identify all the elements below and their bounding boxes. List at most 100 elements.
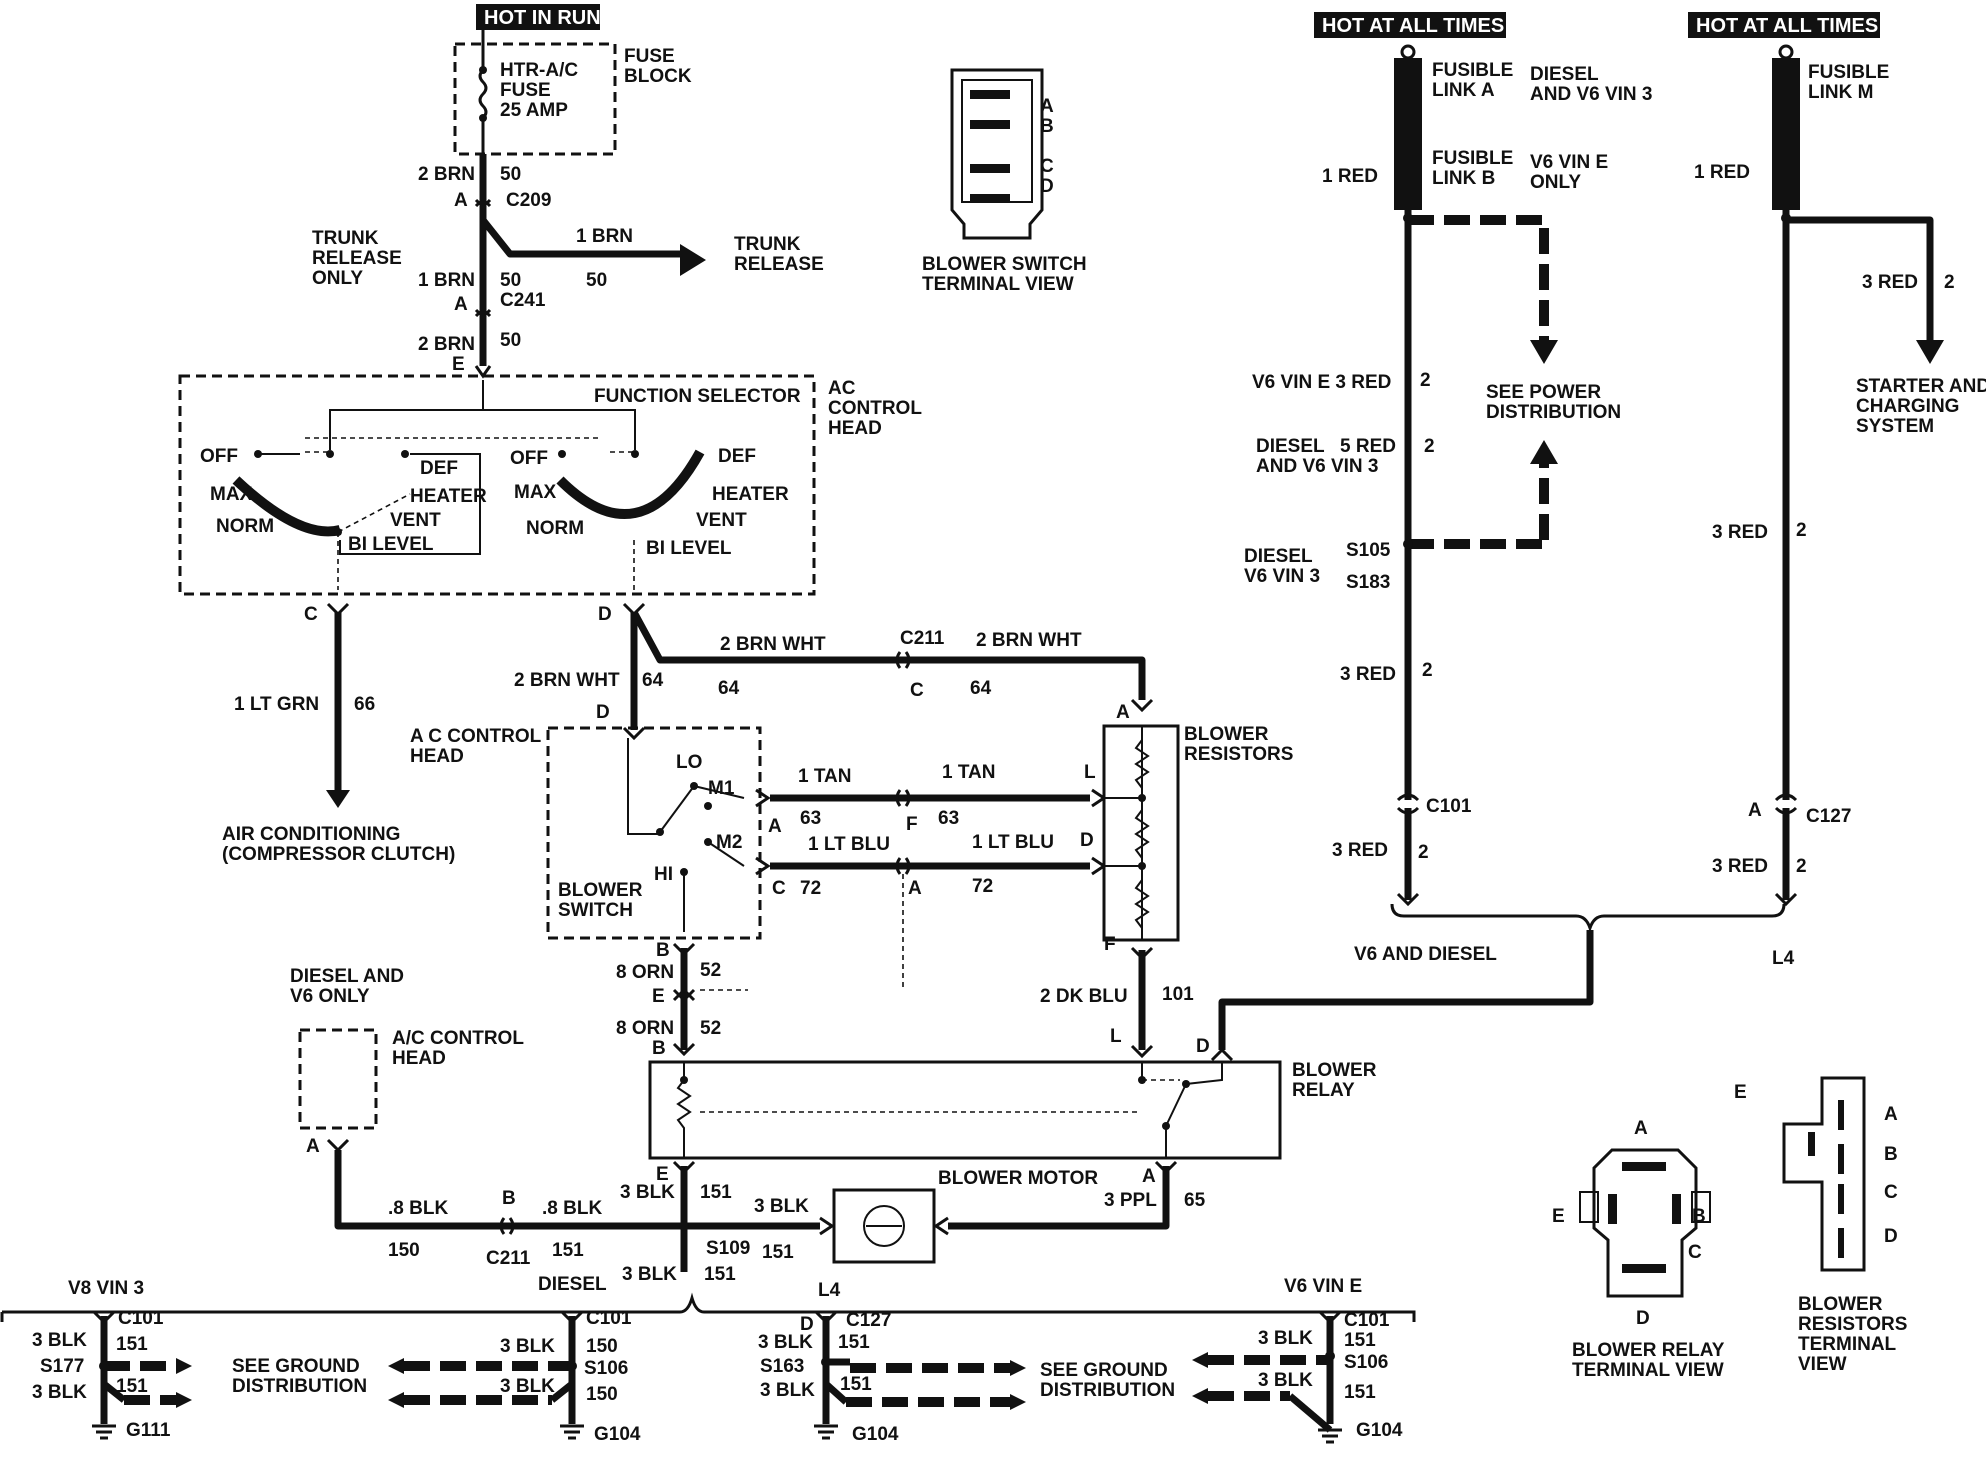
- svg-text:B: B: [1692, 1206, 1706, 1227]
- svg-text:B: B: [652, 1038, 666, 1059]
- svg-text:G104: G104: [594, 1424, 641, 1445]
- svg-text:LO: LO: [676, 752, 702, 773]
- svg-text:3 BLK: 3 BLK: [500, 1336, 555, 1357]
- svg-text:3 BLK: 3 BLK: [1258, 1328, 1313, 1349]
- svg-text:RELEASE: RELEASE: [734, 254, 824, 275]
- svg-text:C: C: [1688, 1242, 1702, 1263]
- svg-text:2: 2: [1418, 842, 1429, 863]
- svg-text:1 BRN: 1 BRN: [418, 270, 475, 291]
- svg-text:3 BLK: 3 BLK: [760, 1380, 815, 1401]
- svg-text:HOT AT ALL TIMES: HOT AT ALL TIMES: [1696, 15, 1878, 37]
- svg-text:3 RED: 3 RED: [1340, 664, 1396, 685]
- svg-text:DIESEL: DIESEL: [538, 1274, 607, 1295]
- svg-text:65: 65: [1184, 1190, 1206, 1211]
- trunk-release-label: TRUNK: [734, 234, 801, 255]
- svg-text:A: A: [1884, 1104, 1898, 1125]
- feed-brace: V6 AND DIESEL L4: [1218, 903, 1795, 1050]
- svg-text:CONTROL: CONTROL: [828, 398, 922, 419]
- svg-text:ONLY: ONLY: [1530, 172, 1581, 193]
- svg-text:C127: C127: [1806, 806, 1851, 827]
- svg-text:FUNCTION SELECTOR: FUNCTION SELECTOR: [594, 386, 801, 407]
- svg-text:A/C CONTROL: A/C CONTROL: [392, 1028, 524, 1049]
- svg-text:FUSIBLE: FUSIBLE: [1432, 148, 1513, 169]
- svg-text:1 RED: 1 RED: [1694, 162, 1750, 183]
- svg-text:NORM: NORM: [216, 516, 274, 537]
- svg-text:2 BRN WHT: 2 BRN WHT: [720, 634, 826, 655]
- blower-motor-label: BLOWER MOTOR: [938, 1168, 1098, 1189]
- svg-text:L4: L4: [818, 1280, 841, 1301]
- svg-text:V8 VIN 3: V8 VIN 3: [68, 1278, 144, 1299]
- svg-text:72: 72: [972, 876, 993, 897]
- hot-at-all-times-header-m: HOT AT ALL TIMES: [1688, 12, 1880, 38]
- hot-in-run-header: HOT IN RUN: [476, 4, 601, 30]
- svg-text:2 BRN: 2 BRN: [418, 334, 475, 355]
- svg-text:8 ORN: 8 ORN: [616, 962, 674, 983]
- svg-text:DIESEL AND: DIESEL AND: [290, 966, 404, 987]
- svg-text:1 BRN: 1 BRN: [576, 226, 633, 247]
- svg-text:OFF: OFF: [510, 448, 548, 469]
- svg-text:63: 63: [800, 808, 821, 829]
- svg-text:BLOWER: BLOWER: [558, 880, 643, 901]
- svg-text:1 LT GRN: 1 LT GRN: [234, 694, 319, 715]
- svg-text:V6 AND DIESEL: V6 AND DIESEL: [1354, 944, 1497, 965]
- blower-resistors-terminal-view: E A B C D BLOWER RESISTORS TERMINAL VIEW: [1734, 1076, 1907, 1375]
- svg-text:FUSIBLE: FUSIBLE: [1432, 60, 1513, 81]
- svg-text:A: A: [1634, 1118, 1648, 1139]
- svg-text:AND V6 VIN 3: AND V6 VIN 3: [1256, 456, 1378, 477]
- svg-text:B: B: [1040, 116, 1054, 137]
- fusible-link-a-b-circuit: FUSIBLE LINK A FUSIBLE LINK B DIESEL AND…: [1244, 44, 1652, 907]
- svg-text:HEAD: HEAD: [828, 418, 882, 439]
- svg-text:DEF: DEF: [718, 446, 756, 467]
- hot-at-all-times-header-a: HOT AT ALL TIMES: [1314, 12, 1506, 38]
- svg-text:V6 VIN 3: V6 VIN 3: [1244, 566, 1320, 587]
- ground-brace: V8 VIN 3 DIESEL L4 V6 VIN E: [0, 1274, 1416, 1322]
- blower-relay-label: BLOWER: [1292, 1060, 1377, 1081]
- svg-text:RELEASE: RELEASE: [312, 248, 402, 269]
- svg-text:3 PPL: 3 PPL: [1104, 1190, 1157, 1211]
- svg-text:TERMINAL VIEW: TERMINAL VIEW: [1572, 1360, 1724, 1381]
- svg-text:2 BRN WHT: 2 BRN WHT: [976, 630, 1082, 651]
- svg-text:DISTRIBUTION: DISTRIBUTION: [1040, 1380, 1175, 1401]
- svg-text:F: F: [906, 814, 918, 835]
- svg-text:150: 150: [586, 1336, 618, 1357]
- fuse-block: HTR-A/C FUSE 25 AMP FUSE BLOCK: [453, 30, 692, 156]
- svg-text:HEAD: HEAD: [392, 1048, 446, 1069]
- svg-text:DIESEL: DIESEL: [1244, 546, 1313, 567]
- fusible-link-m-circuit: FUSIBLE LINK M 1 RED 3 RED 2 STARTER AND…: [1694, 44, 1986, 907]
- svg-text:NORM: NORM: [526, 518, 584, 539]
- svg-text:G104: G104: [1356, 1420, 1403, 1441]
- svg-text:BLOWER SWITCH: BLOWER SWITCH: [922, 254, 1087, 275]
- svg-text:151: 151: [840, 1374, 872, 1395]
- svg-text:B: B: [656, 940, 670, 961]
- brn-wht-circuit: 2 BRN WHT 64 2 BRN WHT 64 C211 2 BRN WHT…: [514, 602, 1154, 730]
- svg-text:RESISTORS: RESISTORS: [1798, 1314, 1907, 1335]
- svg-text:A: A: [454, 190, 468, 211]
- svg-text:STARTER AND: STARTER AND: [1856, 376, 1986, 397]
- svg-text:DISTRIBUTION: DISTRIBUTION: [1486, 402, 1621, 423]
- svg-text:(COMPRESSOR CLUTCH): (COMPRESSOR CLUTCH): [222, 844, 455, 865]
- svg-text:3 BLK: 3 BLK: [32, 1382, 87, 1403]
- svg-text:64: 64: [970, 678, 992, 699]
- blower-relay: BLOWER RELAY D E A: [648, 1036, 1377, 1187]
- svg-text:BI LEVEL: BI LEVEL: [348, 534, 434, 555]
- svg-text:3 RED: 3 RED: [1862, 272, 1918, 293]
- svg-text:2: 2: [1796, 856, 1807, 877]
- svg-text:DIESEL: DIESEL: [1256, 436, 1325, 457]
- svg-text:RELAY: RELAY: [1292, 1080, 1355, 1101]
- svg-text:C241: C241: [500, 290, 546, 311]
- svg-text:FUSIBLE: FUSIBLE: [1808, 62, 1889, 83]
- svg-text:C: C: [304, 604, 318, 625]
- svg-text:F: F: [1104, 934, 1116, 955]
- svg-text:VENT: VENT: [390, 510, 441, 531]
- svg-text:L4: L4: [1772, 948, 1795, 969]
- svg-text:D: D: [1040, 176, 1054, 197]
- ground-g111: C101 151 3 BLK S177 3 BLK 151 G111 SEE G…: [32, 1308, 367, 1441]
- svg-text:A: A: [1142, 1166, 1156, 1187]
- svg-text:VIEW: VIEW: [1798, 1354, 1847, 1375]
- trunk-release-circuit: 2 BRN 50 A C209 TRUNK RELEASE ONLY 1 BRN…: [312, 154, 824, 379]
- svg-text:.8 BLK: .8 BLK: [542, 1198, 602, 1219]
- svg-text:63: 63: [938, 808, 959, 829]
- svg-text:2: 2: [1796, 520, 1807, 541]
- svg-text:1 LT BLU: 1 LT BLU: [808, 834, 890, 855]
- blower-relay-terminal-view: A B C D E BLOWER RELAY TERMINAL VIEW: [1552, 1118, 1725, 1381]
